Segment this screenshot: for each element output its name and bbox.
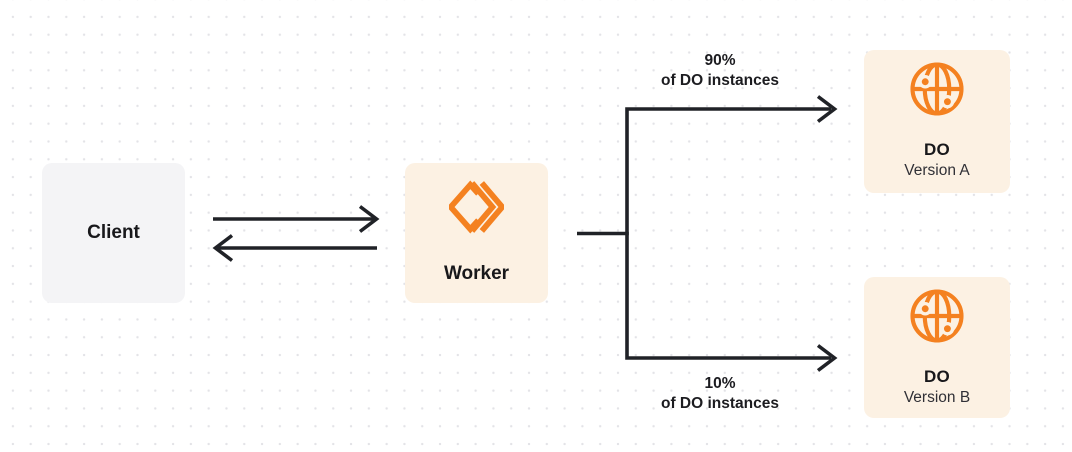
traffic-percent-10: 10% <box>704 375 736 392</box>
traffic-desc-90: of DO instances <box>661 71 779 89</box>
do-version-b-title: DO <box>924 367 950 386</box>
traffic-desc-10: of DO instances <box>661 394 779 412</box>
traffic-split-label-90: 90% of DO instances <box>620 51 820 90</box>
client-node: Client <box>42 163 185 303</box>
traffic-split-label-10: 10% of DO instances <box>620 374 820 413</box>
worker-node: Worker <box>405 163 548 303</box>
client-label: Client <box>87 222 140 243</box>
durable-object-globe-icon <box>910 62 964 116</box>
do-version-b-subtitle: Version B <box>903 389 971 406</box>
arrow-head-to-version-b <box>816 344 838 372</box>
do-version-a-node: DO Version A <box>864 50 1010 193</box>
traffic-percent-90: 90% <box>704 52 736 69</box>
client-to-worker-arrow-head <box>358 205 380 233</box>
cloudflare-workers-icon <box>449 180 504 234</box>
do-version-b-node: DO Version B <box>864 277 1010 418</box>
do-version-a-title: DO <box>924 140 950 159</box>
worker-label: Worker <box>443 263 510 284</box>
arrow-head-to-version-a <box>816 95 838 123</box>
split-trunk-and-branches <box>625 107 831 360</box>
do-version-a-subtitle: Version A <box>904 162 970 179</box>
worker-to-client-arrow-head <box>212 234 234 262</box>
durable-object-globe-icon <box>910 289 964 343</box>
